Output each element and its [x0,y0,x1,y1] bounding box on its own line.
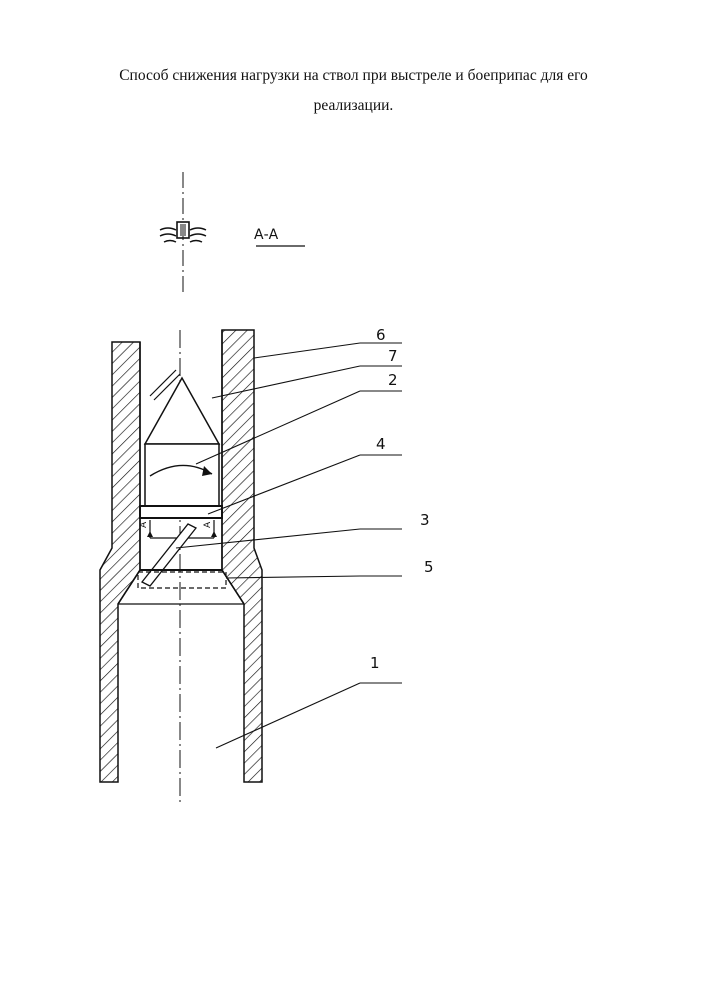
callout-4: 4 [376,435,386,453]
section-label: А-А [254,227,279,243]
callout-3: 3 [420,511,430,529]
barrel-wall-left [100,342,140,782]
leader-lines [176,343,402,748]
cut-mark-right: А [203,521,213,528]
callout-2: 2 [388,371,398,389]
projectile-body [145,444,219,506]
callout-1: 1 [370,654,380,672]
barrel-wall-right [222,330,262,782]
driving-band [140,506,222,518]
callout-6: 6 [376,326,386,344]
cut-mark-left: А [139,521,149,528]
projectile-nose-cone [145,370,219,444]
callout-7: 7 [388,347,398,365]
callout-5: 5 [424,558,434,576]
